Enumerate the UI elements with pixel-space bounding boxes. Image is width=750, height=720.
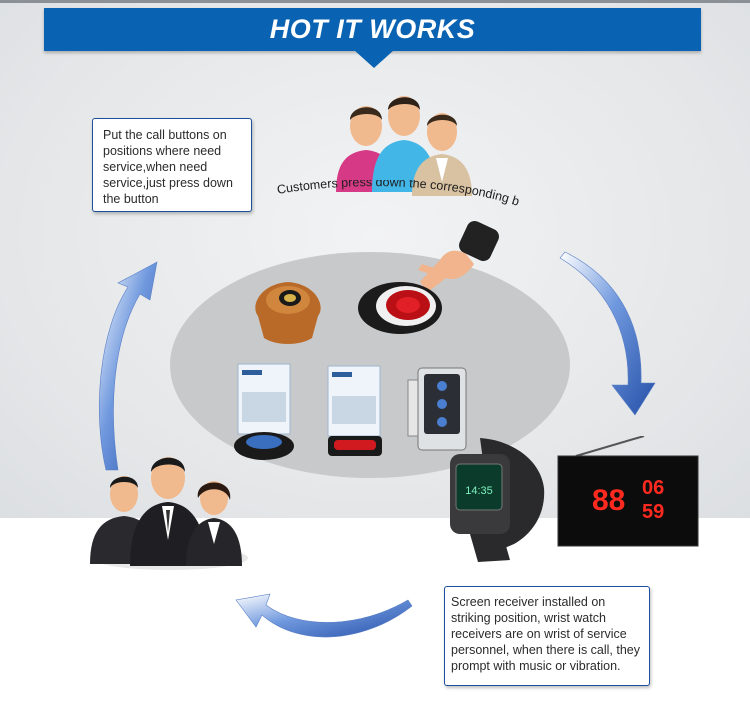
wrist-watch-receiver-icon: 14:35	[450, 438, 545, 562]
arrow-bottom-left	[235, 593, 413, 638]
display-bottom: 59	[642, 501, 664, 523]
watch-time: 14:35	[465, 485, 493, 497]
page-title: HOT IT WORKS	[269, 14, 476, 44]
call-buttons-note-text: Put the call buttons on positions where …	[103, 128, 233, 206]
customers-group-icon	[336, 96, 472, 196]
screen-receiver-icon: 88 06 59	[557, 436, 699, 547]
pointing-hand-icon	[418, 221, 499, 292]
svg-text:Customers press down the corre: Customers press down the corresponding b…	[266, 180, 521, 209]
receiver-note-text: Screen receiver installed on striking po…	[451, 595, 640, 673]
wooden-call-button-icon	[255, 282, 321, 344]
arrow-left-up	[99, 261, 158, 471]
customers-caption-curve: Customers press down the corresponding b…	[266, 180, 521, 209]
banner-pointer	[354, 50, 394, 68]
service-staff-group-icon	[90, 457, 248, 570]
display-number: 88	[592, 484, 625, 517]
title-banner: HOT IT WORKS	[44, 8, 701, 51]
display-top: 06	[642, 477, 664, 499]
table-stand-blue-icon	[234, 363, 294, 460]
top-divider	[0, 0, 750, 3]
pager-device-icon	[407, 367, 467, 451]
receiver-note: Screen receiver installed on striking po…	[444, 586, 650, 686]
call-buttons-note: Put the call buttons on positions where …	[92, 118, 252, 212]
red-call-button-icon	[358, 282, 442, 334]
table-stand-red-icon	[327, 365, 382, 456]
customers-caption: Customers press down the corresponding b…	[266, 180, 521, 209]
arrow-right-down	[559, 251, 656, 416]
